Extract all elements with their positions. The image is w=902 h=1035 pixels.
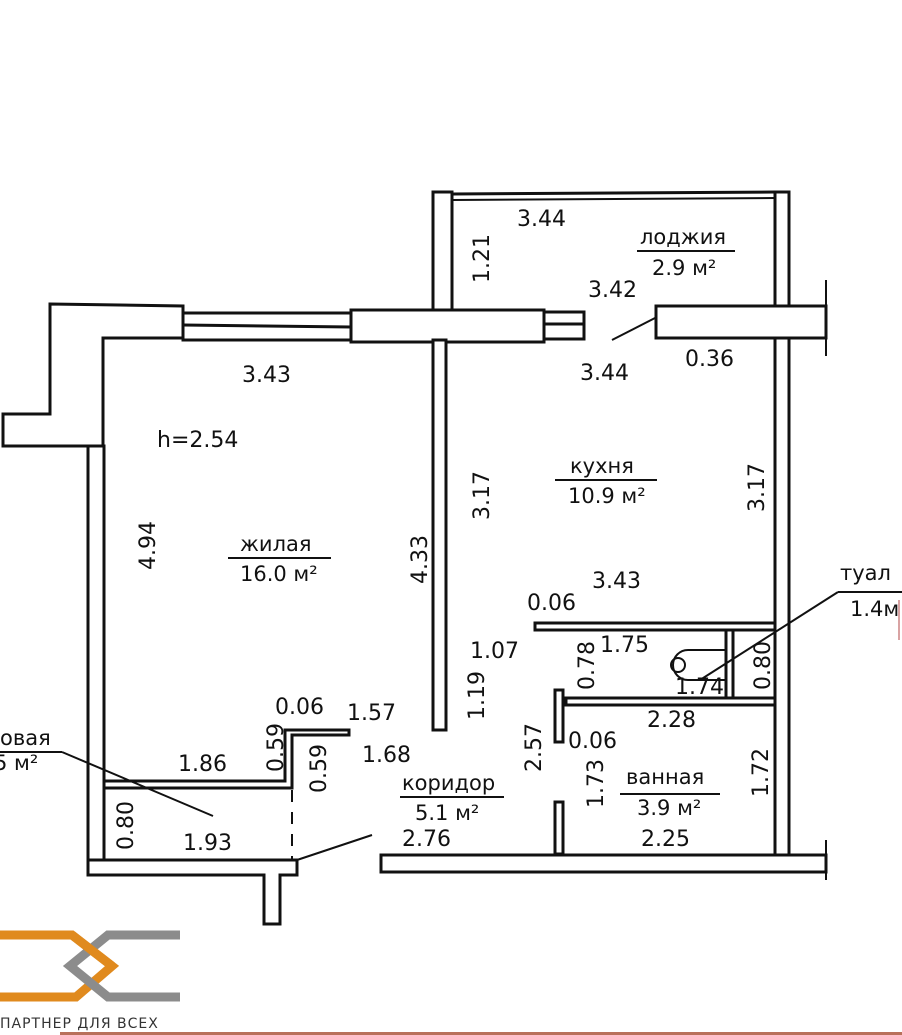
- svg-text:коридор: коридор: [402, 771, 495, 795]
- ceiling-height: h=2.54: [157, 428, 238, 453]
- svg-text:0.59: 0.59: [307, 744, 332, 793]
- brand-logo-icon: [0, 930, 180, 1002]
- svg-text:0.36: 0.36: [685, 347, 734, 372]
- svg-text:3.43: 3.43: [242, 363, 291, 388]
- svg-text:туал: туал: [840, 561, 891, 585]
- room-label-kitchen: кухня 10.9 м²: [555, 454, 657, 508]
- svg-text:0.06: 0.06: [275, 695, 324, 720]
- room-label-living: жилая 16.0 м²: [228, 532, 331, 586]
- svg-text:2.25: 2.25: [641, 827, 690, 852]
- svg-text:1.07: 1.07: [470, 639, 519, 664]
- svg-text:ванная: ванная: [626, 765, 704, 789]
- svg-text:1.4м: 1.4м: [850, 597, 899, 621]
- svg-text:1.57: 1.57: [347, 701, 396, 726]
- left-wall: [86, 444, 106, 862]
- svg-text:3.9 м²: 3.9 м²: [637, 796, 701, 820]
- room-label-toilet: туал 1.4м: [840, 561, 899, 621]
- svg-text:3.17: 3.17: [470, 471, 495, 520]
- room-label-corridor: коридор 5.1 м²: [400, 771, 504, 825]
- svg-text:0.78: 0.78: [575, 641, 600, 690]
- svg-text:2.9 м²: 2.9 м²: [652, 256, 716, 280]
- svg-text:1.73: 1.73: [584, 759, 609, 808]
- svg-text:10.9 м²: 10.9 м²: [568, 484, 646, 508]
- svg-text:1.21: 1.21: [470, 234, 495, 283]
- svg-text:3.43: 3.43: [592, 569, 641, 594]
- svg-text:1.86: 1.86: [178, 752, 227, 777]
- bottom-walls: [86, 840, 828, 926]
- svg-text:лоджия: лоджия: [640, 225, 726, 249]
- right-wall: [773, 336, 791, 860]
- room-label-bathroom: ванная 3.9 м²: [620, 765, 720, 820]
- svg-text:5.1 м²: 5.1 м²: [415, 801, 479, 825]
- svg-text:4.94: 4.94: [136, 521, 161, 570]
- room-label-storage: овая 5 м²: [0, 726, 51, 775]
- svg-text:0.06: 0.06: [527, 591, 576, 616]
- loggia: [431, 190, 791, 316]
- svg-text:2.28: 2.28: [647, 708, 696, 733]
- room-label-loggia: лоджия 2.9 м²: [637, 225, 735, 280]
- dimension-labels: 3.44 3.42 3.44 0.36 3.43 3.43 0.06 1.75 …: [178, 207, 734, 856]
- svg-text:0.59: 0.59: [264, 723, 289, 772]
- svg-text:0.80: 0.80: [114, 801, 139, 850]
- svg-text:3.42: 3.42: [588, 278, 637, 303]
- svg-text:16.0 м²: 16.0 м²: [240, 562, 318, 586]
- living-kitchen-partition: [431, 338, 448, 732]
- svg-text:1.74: 1.74: [675, 675, 724, 700]
- svg-text:4.33: 4.33: [408, 535, 433, 584]
- bottom-divider: [60, 1032, 902, 1035]
- svg-text:кухня: кухня: [570, 454, 634, 478]
- svg-text:1.75: 1.75: [600, 633, 649, 658]
- svg-text:1.19: 1.19: [465, 671, 490, 720]
- svg-text:3.44: 3.44: [580, 361, 629, 386]
- svg-text:1.68: 1.68: [362, 743, 411, 768]
- svg-text:0.80: 0.80: [751, 641, 776, 690]
- svg-text:овая: овая: [0, 726, 51, 750]
- svg-text:5 м²: 5 м²: [0, 751, 38, 775]
- brand-tagline: ПАРТНЕР ДЛЯ ВСЕХ: [0, 1016, 159, 1032]
- svg-text:3.44: 3.44: [517, 207, 566, 232]
- svg-text:2.57: 2.57: [522, 723, 547, 772]
- vertical-dimension-labels: 1.21 4.94 4.33 3.17 3.17 0.78 0.80 1.19 …: [114, 234, 776, 850]
- svg-text:3.17: 3.17: [745, 463, 770, 512]
- svg-text:1.93: 1.93: [183, 831, 232, 856]
- svg-text:1.72: 1.72: [749, 748, 774, 797]
- svg-text:2.76: 2.76: [402, 827, 451, 852]
- leader-lines: [0, 317, 902, 861]
- svg-text:жилая: жилая: [240, 532, 312, 556]
- exterior-walls: [1, 280, 828, 448]
- closet-partitions: [102, 728, 351, 860]
- svg-text:0.06: 0.06: [568, 729, 617, 754]
- edge-mark: [898, 600, 900, 640]
